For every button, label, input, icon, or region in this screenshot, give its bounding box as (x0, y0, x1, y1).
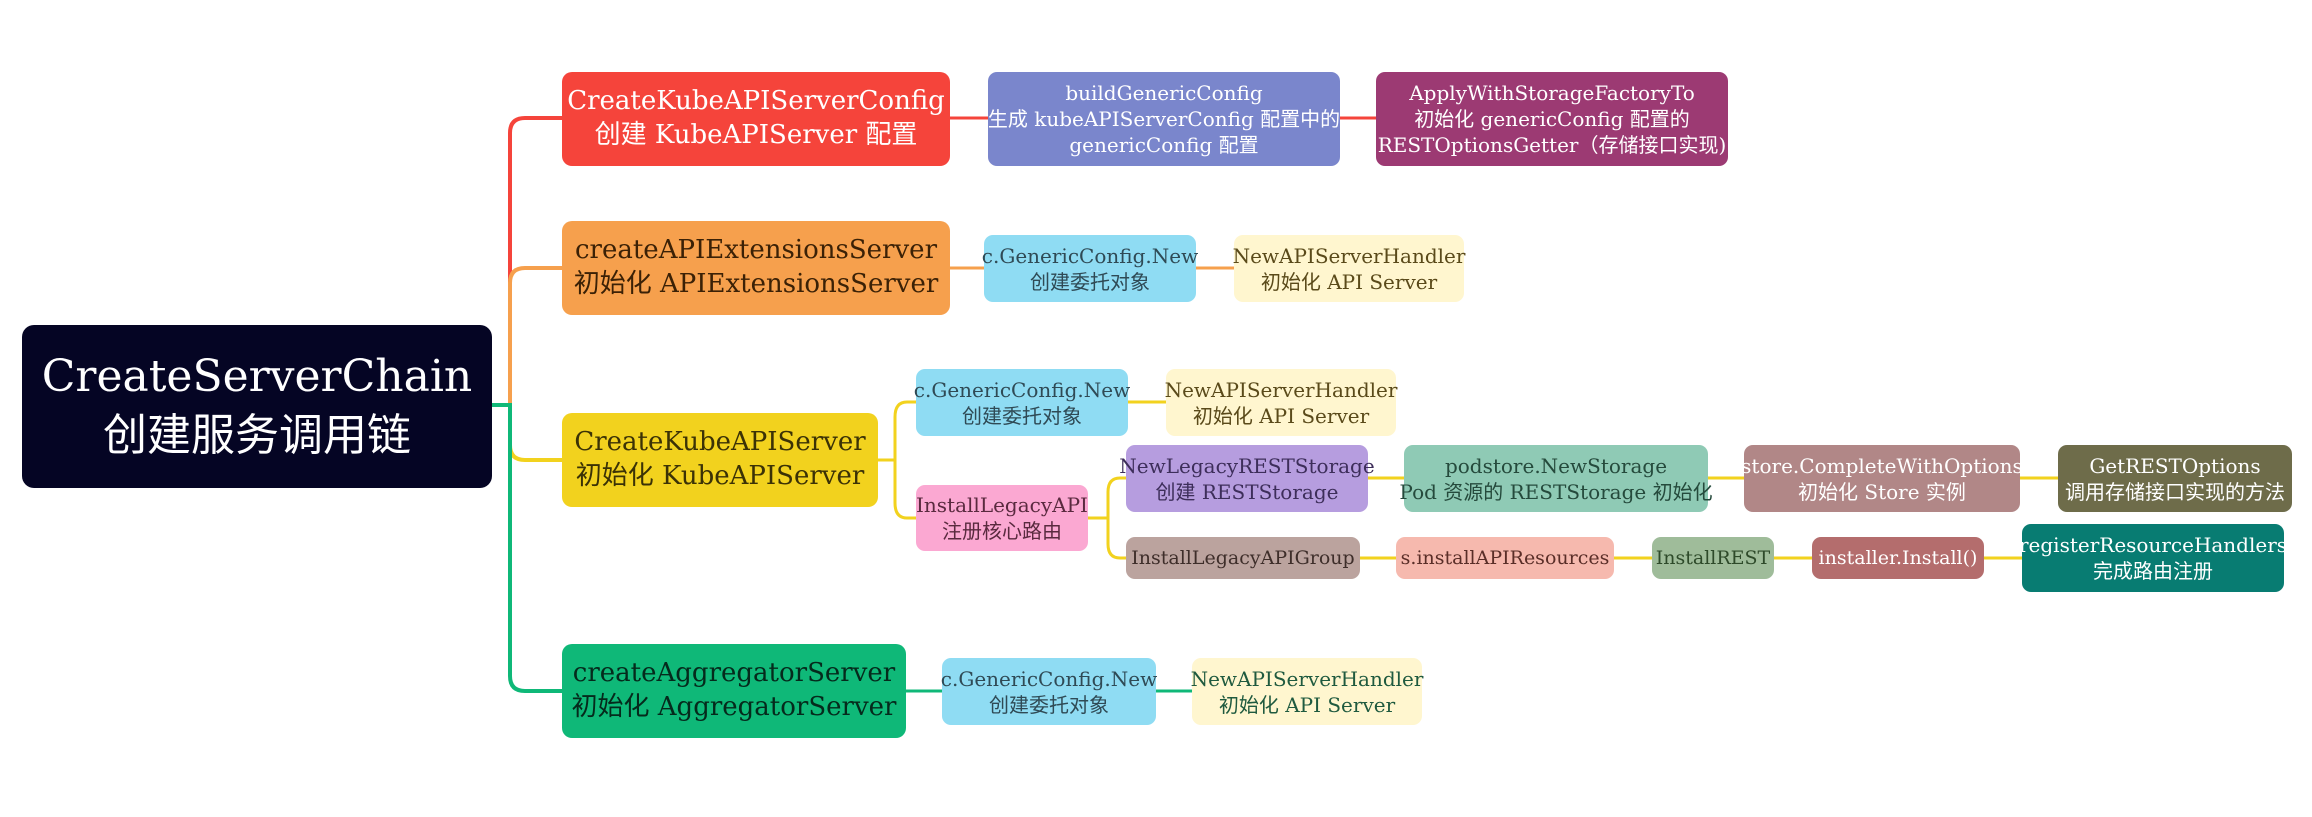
node-title: NewAPIServerHandler (1190, 666, 1424, 691)
node-subtitle: 调用存储接口实现的方法 (2065, 479, 2285, 504)
link-legacy-api-group (1088, 516, 1126, 560)
node-agg-new-apiserver-handler[interactable]: NewAPIServerHandler 初始化 API Server (1190, 658, 1424, 725)
node-ext-new-apiserver-handler[interactable]: NewAPIServerHandler 初始化 API Server (1232, 235, 1466, 302)
node-subtitle: 初始化 API Server (1192, 403, 1370, 428)
link-root-config (492, 116, 562, 407)
node-subtitle-2: genericConfig 配置 (1069, 133, 1259, 157)
node-subtitle: 初始化 API Server (1260, 269, 1438, 294)
node-subtitle: 创建委托对象 (962, 403, 1082, 428)
node-kube-new-apiserver-handler[interactable]: NewAPIServerHandler 初始化 API Server (1164, 369, 1398, 436)
node-installer-install[interactable]: installer.Install() (1812, 537, 1984, 579)
node-ext-generic-config-new[interactable]: c.GenericConfig.New 创建委托对象 (981, 235, 1199, 302)
node-title: CreateKubeAPIServer (574, 427, 866, 458)
node-title: createAggregatorServer (572, 658, 896, 689)
node-subtitle: Pod 资源的 RESTStorage 初始化 (1399, 479, 1713, 504)
node-subtitle: 初始化 KubeAPIServer (575, 461, 865, 491)
node-install-legacy-api[interactable]: InstallLegacyAPI 注册核心路由 (916, 485, 1088, 551)
node-title: c.GenericConfig.New (913, 377, 1131, 402)
node-subtitle: 创建 KubeAPIServer 配置 (594, 120, 918, 150)
root-title: CreateServerChain (41, 350, 473, 402)
link-root-aggregator (492, 403, 562, 693)
node-subtitle: 初始化 genericConfig 配置的 (1414, 107, 1690, 131)
node-title: c.GenericConfig.New (981, 243, 1199, 268)
node-title: podstore.NewStorage (1444, 453, 1668, 478)
node-title: ApplyWithStorageFactoryTo (1409, 81, 1695, 105)
node-title: c.GenericConfig.New (940, 666, 1158, 691)
root-subtitle: 创建服务调用链 (103, 409, 411, 461)
node-subtitle: 注册核心路由 (942, 519, 1062, 543)
node-title: buildGenericConfig (1065, 81, 1263, 105)
node-podstore-new-storage[interactable]: podstore.NewStorage Pod 资源的 RESTStorage … (1399, 445, 1713, 512)
node-get-rest-options[interactable]: GetRESTOptions 调用存储接口实现的方法 (2058, 445, 2292, 512)
link-root-kube (492, 403, 562, 462)
node-agg-generic-config-new[interactable]: c.GenericConfig.New 创建委托对象 (940, 658, 1158, 725)
node-kube-generic-config-new[interactable]: c.GenericConfig.New 创建委托对象 (913, 369, 1131, 436)
link-root-extensions (492, 266, 562, 407)
node-subtitle: 初始化 AggregatorServer (571, 692, 897, 722)
node-title: NewAPIServerHandler (1232, 243, 1466, 268)
node-title: InstallREST (1655, 546, 1771, 569)
node-title: registerResourceHandlers (2018, 533, 2288, 557)
node-subtitle: 初始化 API Server (1218, 692, 1396, 717)
node-subtitle: 初始化 APIExtensionsServer (573, 269, 939, 299)
node-title: createAPIExtensionsServer (574, 235, 937, 266)
node-new-legacy-rest-storage[interactable]: NewLegacyRESTStorage 创建 RESTStorage (1119, 445, 1375, 512)
node-title: s.installAPIResources (1400, 546, 1610, 569)
node-subtitle: 完成路由注册 (2093, 559, 2213, 583)
node-subtitle: 初始化 Store 实例 (1798, 479, 1966, 504)
node-title: InstallLegacyAPI (916, 493, 1088, 517)
node-install-legacy-api-group[interactable]: InstallLegacyAPIGroup (1126, 537, 1360, 579)
link-legacy-rest-storage (1088, 476, 1126, 520)
link-kube-legacy (878, 458, 916, 520)
node-title: InstallLegacyAPIGroup (1131, 546, 1355, 569)
node-store-complete-with-options[interactable]: store.CompleteWithOptions 初始化 Store 实例 (1741, 445, 2023, 512)
node-build-generic-config[interactable]: buildGenericConfig 生成 kubeAPIServerConfi… (988, 72, 1340, 166)
root-node-create-server-chain[interactable]: CreateServerChain 创建服务调用链 (22, 325, 492, 488)
node-install-rest[interactable]: InstallREST (1652, 537, 1774, 579)
node-register-resource-handlers[interactable]: registerResourceHandlers 完成路由注册 (2018, 524, 2288, 592)
node-title: NewAPIServerHandler (1164, 377, 1398, 402)
node-title: NewLegacyRESTStorage (1119, 453, 1375, 478)
node-subtitle: 生成 kubeAPIServerConfig 配置中的 (987, 107, 1341, 131)
link-kube-new (878, 400, 916, 462)
node-title: GetRESTOptions (2089, 453, 2261, 478)
node-apply-with-storage-factory[interactable]: ApplyWithStorageFactoryTo 初始化 genericCon… (1376, 72, 1728, 166)
node-s-install-api-resources[interactable]: s.installAPIResources (1396, 537, 1614, 579)
node-create-apiextensions-server[interactable]: createAPIExtensionsServer 初始化 APIExtensi… (562, 221, 950, 315)
node-title: store.CompleteWithOptions (1741, 453, 2023, 478)
node-create-kube-apiserver-config[interactable]: CreateKubeAPIServerConfig 创建 KubeAPIServ… (562, 72, 950, 166)
node-create-kube-apiserver[interactable]: CreateKubeAPIServer 初始化 KubeAPIServer (562, 413, 878, 507)
node-subtitle: 创建委托对象 (989, 692, 1109, 717)
node-subtitle: 创建 RESTStorage (1155, 479, 1339, 504)
node-create-aggregator-server[interactable]: createAggregatorServer 初始化 AggregatorSer… (562, 644, 906, 738)
node-subtitle: 创建委托对象 (1030, 269, 1150, 294)
node-title: CreateKubeAPIServerConfig (567, 86, 945, 117)
node-title: installer.Install() (1818, 546, 1978, 569)
node-subtitle-2: RESTOptionsGetter（存储接口实现) (1377, 133, 1727, 157)
